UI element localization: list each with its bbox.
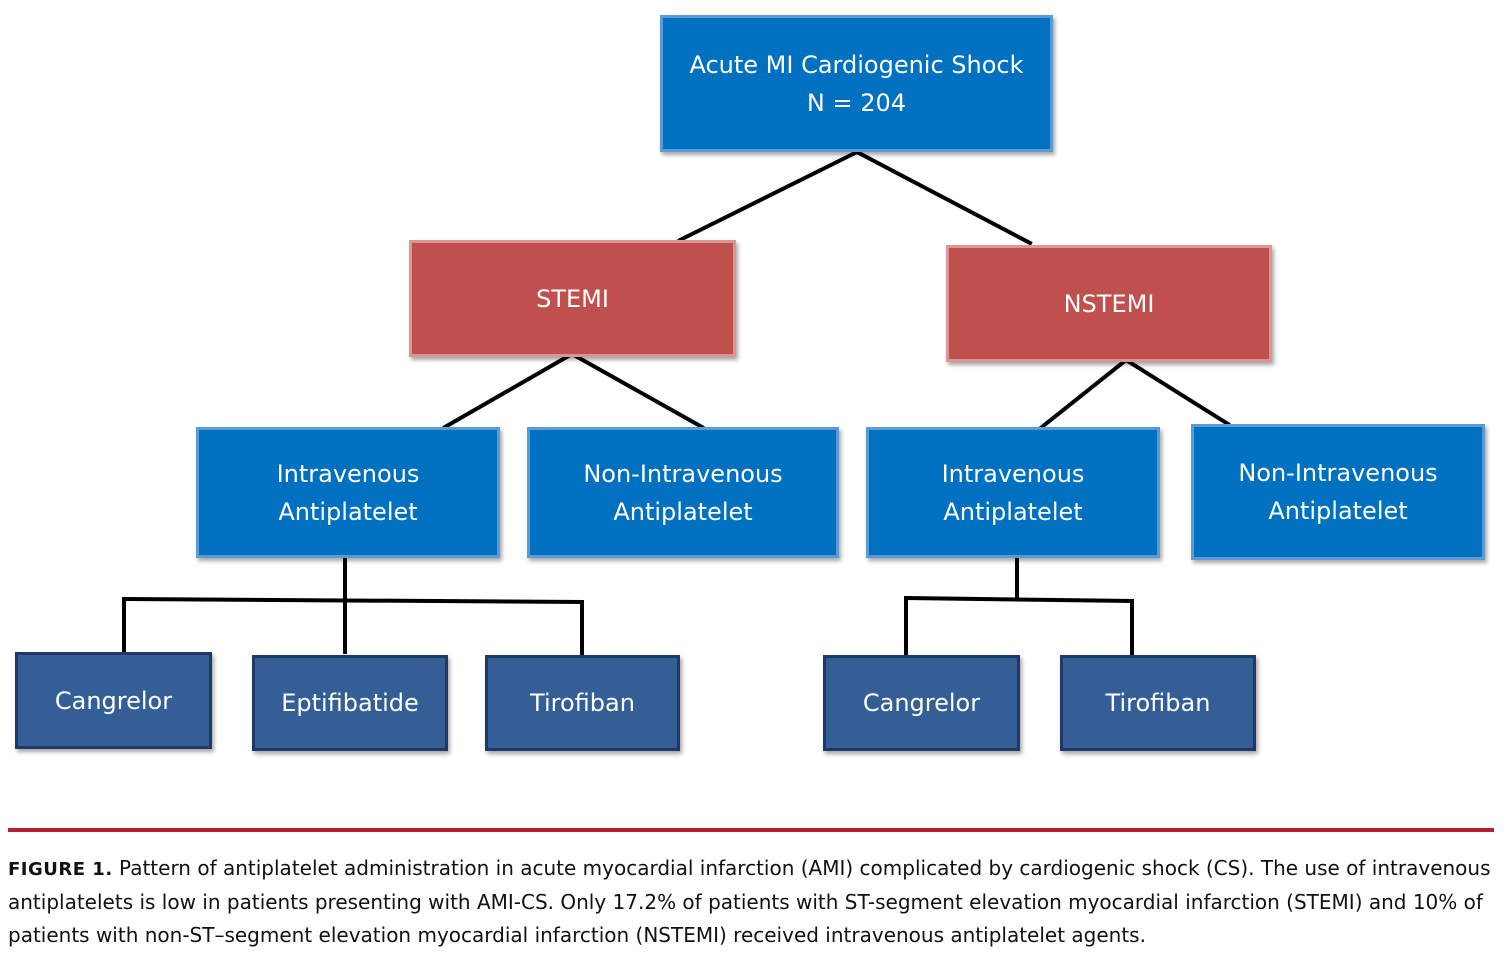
stemi-noniv-line2: Antiplatelet [613,497,753,526]
stemi-agent-label: Eptifibatide [281,689,419,717]
stemi-noniv-node: Non-Intravenous Antiplatelet [527,427,839,558]
link-root-stemi [677,149,860,243]
link-nstemi-agents-bar [903,595,1135,604]
figure-caption-text: Pattern of antiplatelet administration i… [8,856,1491,947]
nstemi-noniv-node: Non-Intravenous Antiplatelet [1191,424,1485,560]
stemi-noniv-line1: Non-Intravenous [583,459,783,488]
nstemi-node: NSTEMI [946,245,1272,362]
stemi-agent-node: Tirofiban [485,655,680,751]
stemi-iv-node: Intravenous Antiplatelet [196,427,500,558]
nstemi-agent-node: Tirofiban [1060,655,1256,751]
root-node-line2: N = 204 [806,88,907,117]
nstemi-noniv-line1: Non-Intravenous [1238,459,1438,487]
figure-caption: FIGURE 1. Pattern of antiplatelet admini… [8,852,1498,952]
link-nstemi-noniv [1123,357,1231,427]
nstemi-agent-label: Tirofiban [1105,689,1211,717]
stemi-iv-line2: Antiplatelet [278,497,418,526]
link-stemi-noniv [569,351,705,430]
nstemi-agent-node: Cangrelor [823,655,1020,751]
caption-divider [8,828,1494,832]
stemi-agent-node: Eptifibatide [252,655,448,751]
nstemi-agent-label: Cangrelor [862,689,981,717]
stemi-label: STEMI [536,284,609,313]
stemi-agent-label: Cangrelor [54,686,173,715]
stemi-agent-label: Tirofiban [530,689,635,717]
link-stemi-agents-bar [121,596,585,605]
nstemi-noniv-line2: Antiplatelet [1268,497,1408,525]
stemi-node: STEMI [409,240,736,357]
root-node-line1: Acute MI Cardiogenic Shock [689,50,1024,79]
root-node: Acute MI Cardiogenic Shock N = 204 [660,15,1053,152]
link-root-nstemi [854,149,1033,246]
stemi-agent-node: Cangrelor [15,652,212,749]
nstemi-iv-line2: Antiplatelet [943,497,1083,526]
nstemi-iv-line1: Intravenous [941,459,1085,488]
nstemi-iv-node: Intravenous Antiplatelet [866,427,1160,558]
nstemi-label: NSTEMI [1063,289,1155,318]
link-nstemi-iv [1039,357,1129,430]
stemi-iv-line1: Intravenous [276,459,420,488]
link-stemi-iv [442,351,575,430]
figure-label: FIGURE 1. [8,859,113,880]
